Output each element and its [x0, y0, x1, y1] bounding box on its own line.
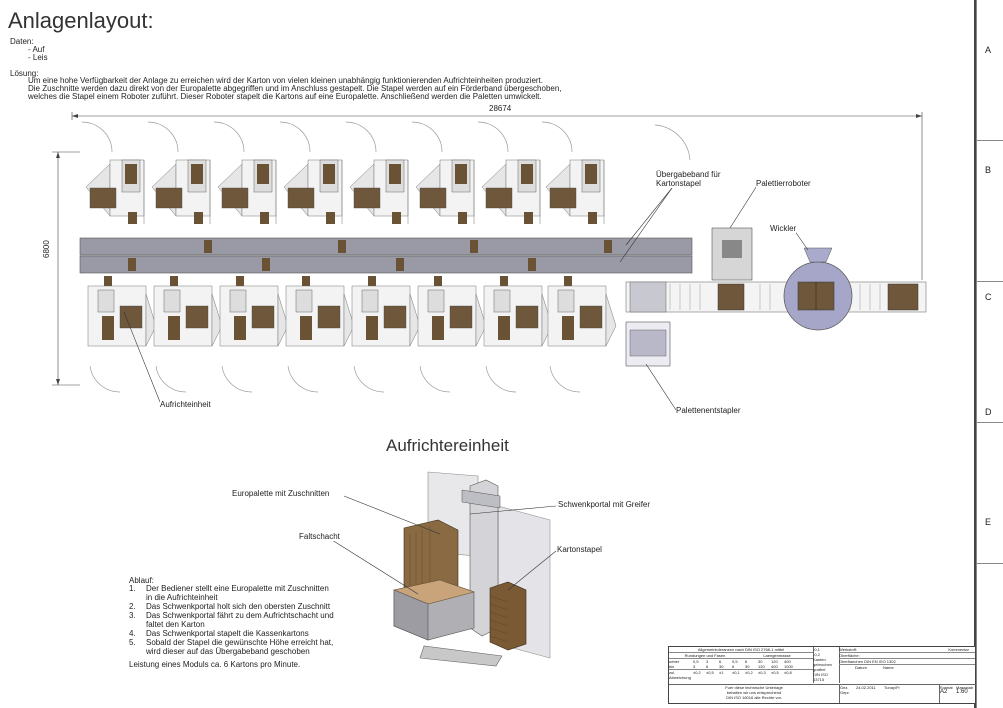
- ablauf-step: faltet den Karton: [146, 620, 205, 629]
- frame-letter-e: E: [985, 517, 992, 527]
- label-uebergabeband-1: Übergabeband für: [656, 170, 721, 179]
- aufrichteinheit-illustration: [392, 471, 551, 667]
- ablauf-step: in die Aufrichteinheit: [146, 593, 218, 602]
- label-aufrichteinheit: Aufrichteinheit: [160, 400, 211, 409]
- leistung-text: Leistung eines Moduls ca. 6 Kartons pro …: [129, 660, 301, 669]
- laengenmasse-label: Laengenmasse: [763, 653, 791, 658]
- rundungen-label: Rundungen und Fasen: [684, 653, 726, 658]
- label-kartonstapel: Kartonstapel: [557, 545, 602, 554]
- tolerance-table: Allgemeintoleranzen nach DIN ISO 2768-1 …: [669, 647, 814, 683]
- label-palettenentstapler: Palettenentstapler: [676, 406, 741, 415]
- frame-letter-c: C: [985, 292, 992, 302]
- frame-tick: [976, 422, 1003, 423]
- frame-letter-d: D: [985, 407, 992, 417]
- daten-item: - Leis: [28, 53, 48, 62]
- daten-heading: Daten:: [10, 37, 34, 46]
- loesung-line: welches die Stapel einem Roboter zuführt…: [28, 92, 542, 101]
- detail-title: Aufrichtereinheit: [386, 436, 509, 455]
- drawing-frame: [974, 0, 976, 708]
- loesung-line: Um eine hohe Verfügbarkeit der Anlage zu…: [28, 76, 543, 85]
- tolerance-header: Allgemeintoleranzen nach DIN ISO 2768-1 …: [669, 647, 813, 653]
- label-schwenkportal: Schwenkportal mit Greifer: [558, 500, 651, 509]
- label-uebergabeband-2: Kartonstapel: [656, 179, 701, 188]
- dimension-width-label: 28674: [489, 104, 512, 113]
- werkstoff-cell: Werkstoff:Kommentar Oberfläche: Oberflae…: [839, 647, 975, 683]
- label-wickler: Wickler: [770, 224, 797, 233]
- label-palettierroboter: Palettierroboter: [756, 179, 811, 188]
- frame-tick: [976, 281, 1003, 282]
- page-title: Anlagenlayout:: [8, 8, 154, 33]
- ablauf-step: 3.Das Schwenkportal fährt zu dem Aufrich…: [129, 611, 334, 620]
- loesung-line: Die Zuschnitte werden dazu direkt von de…: [28, 84, 562, 93]
- frame-tick: [976, 140, 1003, 141]
- ablauf-step: wird dieser auf das Übergabeband geschob…: [146, 647, 310, 656]
- ablauf-step: 4.Das Schwenkportal stapelt die Kassenka…: [129, 629, 309, 638]
- ablauf-step: 2.Das Schwenkportal holt sich den oberst…: [129, 602, 331, 611]
- label-faltschacht: Faltschacht: [299, 532, 340, 541]
- ablauf-step: 1.Der Bediener stellt eine Europalette m…: [129, 584, 329, 593]
- daten-item: - Auf: [28, 45, 45, 54]
- rights-notice: Fuer diese technische Unterlage behalten…: [669, 684, 839, 703]
- label-europalette: Europalette mit Zuschnitten: [232, 489, 330, 498]
- frame-letter-b: B: [985, 165, 992, 175]
- detail-leaders: [331, 495, 557, 595]
- loesung-heading: Lösung:: [10, 69, 39, 78]
- title-block: Allgemeintoleranzen nach DIN ISO 2768-1 …: [668, 646, 976, 704]
- kanten-cell: -0,1 -0,2 Kanten gebrochen gratfrei DIN …: [813, 647, 840, 683]
- frame-letter-a: A: [985, 45, 992, 55]
- tol-row-abweichung: zul. Abweichung±0,2±0,5±1±0,1±0,2±0,3±0,…: [669, 669, 813, 680]
- plant-layout-drawing: [52, 112, 927, 411]
- frame-tick: [976, 563, 1003, 564]
- ablauf-list: 1.Der Bediener stellt eine Europalette m…: [129, 584, 334, 656]
- ablauf-step: 5.Sobald der Stapel die gewünschte Höhe …: [129, 638, 334, 647]
- frame-zone-line: [976, 0, 1003, 708]
- ablauf-heading: Ablauf:: [129, 576, 154, 585]
